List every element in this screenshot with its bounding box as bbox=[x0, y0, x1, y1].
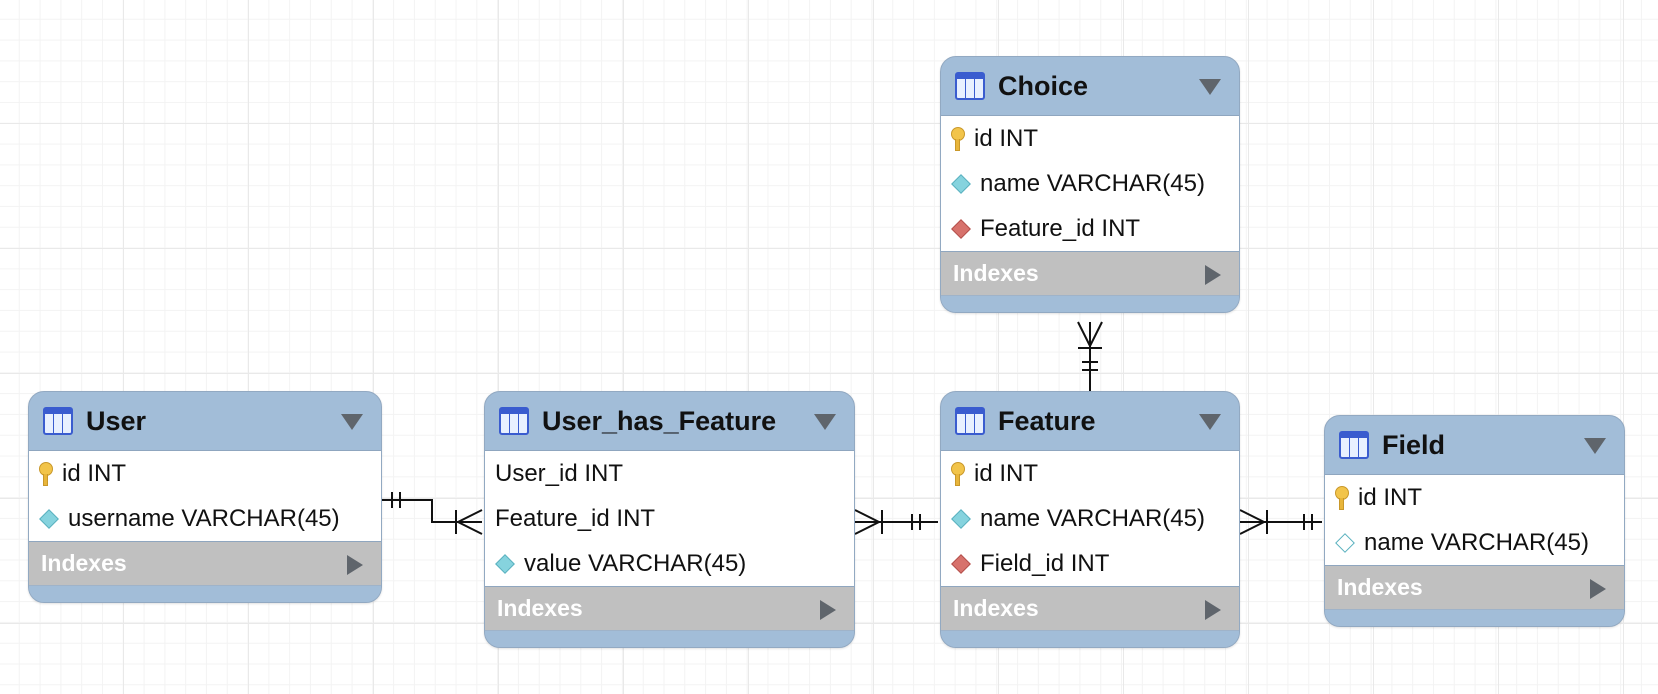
expand-arrow-icon[interactable] bbox=[1205, 600, 1221, 620]
column-label: name VARCHAR(45) bbox=[980, 169, 1205, 197]
primary-key-icon bbox=[1335, 485, 1349, 510]
column-diamond-icon bbox=[39, 508, 59, 529]
table-feature[interactable]: Feature id INT name VARCHAR(45) Field_id… bbox=[940, 391, 1240, 648]
table-header[interactable]: Choice bbox=[941, 57, 1239, 115]
table-field[interactable]: Field id INT name VARCHAR(45) Indexes bbox=[1324, 415, 1625, 627]
collapse-arrow-icon[interactable] bbox=[1584, 438, 1606, 454]
indexes-section[interactable]: Indexes bbox=[485, 587, 854, 631]
primary-key-icon bbox=[39, 461, 53, 486]
table-icon bbox=[955, 72, 985, 100]
crowfoot-userhasfeature bbox=[455, 509, 483, 535]
indexes-section[interactable]: Indexes bbox=[1325, 566, 1624, 610]
table-footer bbox=[941, 296, 1239, 312]
table-header[interactable]: User_has_Feature bbox=[485, 392, 854, 450]
column-label: id INT bbox=[974, 124, 1039, 152]
column-diamond-icon bbox=[951, 508, 971, 529]
collapse-arrow-icon[interactable] bbox=[1199, 79, 1221, 95]
foreign-key-diamond-icon bbox=[951, 553, 971, 574]
column-row[interactable]: id INT bbox=[1325, 475, 1624, 520]
expand-arrow-icon[interactable] bbox=[1205, 265, 1221, 285]
column-row[interactable]: Field_id INT bbox=[941, 541, 1239, 586]
nullable-column-diamond-icon bbox=[1335, 532, 1355, 553]
column-label: id INT bbox=[62, 459, 127, 487]
column-row[interactable]: id INT bbox=[941, 116, 1239, 161]
table-icon bbox=[955, 407, 985, 435]
table-footer bbox=[485, 631, 854, 647]
indexes-label: Indexes bbox=[1337, 574, 1423, 600]
column-row[interactable]: id INT bbox=[29, 451, 381, 496]
column-list: id INT name VARCHAR(45) bbox=[1325, 474, 1624, 566]
indexes-label: Indexes bbox=[41, 550, 127, 576]
column-label: Feature_id INT bbox=[495, 504, 656, 532]
collapse-arrow-icon[interactable] bbox=[341, 414, 363, 430]
table-header[interactable]: User bbox=[29, 392, 381, 450]
table-choice[interactable]: Choice id INT name VARCHAR(45) Feature_i… bbox=[940, 56, 1240, 313]
column-label: Field_id INT bbox=[980, 549, 1110, 577]
column-list: id INT name VARCHAR(45) Feature_id INT bbox=[941, 115, 1239, 252]
table-footer bbox=[941, 631, 1239, 647]
table-header[interactable]: Field bbox=[1325, 416, 1624, 474]
column-label: name VARCHAR(45) bbox=[980, 504, 1205, 532]
column-row[interactable]: name VARCHAR(45) bbox=[941, 161, 1239, 206]
column-row[interactable]: Feature_id INT bbox=[485, 496, 854, 541]
expand-arrow-icon[interactable] bbox=[820, 600, 836, 620]
table-user-has-feature[interactable]: User_has_Feature User_id INT Feature_id … bbox=[484, 391, 855, 648]
crowfoot-uhf-feature bbox=[854, 509, 882, 535]
table-title: Choice bbox=[998, 70, 1089, 101]
column-row[interactable]: name VARCHAR(45) bbox=[941, 496, 1239, 541]
column-label: username VARCHAR(45) bbox=[68, 504, 340, 532]
column-row[interactable]: username VARCHAR(45) bbox=[29, 496, 381, 541]
collapse-arrow-icon[interactable] bbox=[814, 414, 836, 430]
column-row[interactable]: User_id INT bbox=[485, 451, 854, 496]
column-row[interactable]: Feature_id INT bbox=[941, 206, 1239, 251]
column-label: id INT bbox=[974, 459, 1039, 487]
primary-key-icon bbox=[951, 126, 965, 151]
table-title: User bbox=[86, 405, 147, 436]
relation-user-userhasfeature bbox=[382, 499, 482, 523]
collapse-arrow-icon[interactable] bbox=[1199, 414, 1221, 430]
indexes-section[interactable]: Indexes bbox=[941, 587, 1239, 631]
column-list: id INT username VARCHAR(45) bbox=[29, 450, 381, 542]
column-list: id INT name VARCHAR(45) Field_id INT bbox=[941, 450, 1239, 587]
table-user[interactable]: User id INT username VARCHAR(45) Indexes bbox=[28, 391, 382, 603]
table-header[interactable]: Feature bbox=[941, 392, 1239, 450]
expand-arrow-icon[interactable] bbox=[1590, 579, 1606, 599]
crowfoot-choice bbox=[1077, 321, 1103, 349]
column-label: Feature_id INT bbox=[980, 214, 1141, 242]
column-list: User_id INT Feature_id INT value VARCHAR… bbox=[485, 450, 854, 587]
indexes-section[interactable]: Indexes bbox=[29, 542, 381, 586]
indexes-section[interactable]: Indexes bbox=[941, 252, 1239, 296]
indexes-label: Indexes bbox=[953, 595, 1039, 621]
table-title: Feature bbox=[998, 405, 1096, 436]
column-label: id INT bbox=[1358, 483, 1423, 511]
primary-key-icon bbox=[951, 461, 965, 486]
expand-arrow-icon[interactable] bbox=[347, 555, 363, 575]
table-icon bbox=[499, 407, 529, 435]
column-diamond-icon bbox=[951, 173, 971, 194]
table-title: User_has_Feature bbox=[542, 405, 777, 436]
crowfoot-feature-field bbox=[1239, 509, 1267, 535]
table-footer bbox=[29, 586, 381, 602]
column-label: User_id INT bbox=[495, 459, 624, 487]
column-row[interactable]: id INT bbox=[941, 451, 1239, 496]
column-row[interactable]: name VARCHAR(45) bbox=[1325, 520, 1624, 565]
table-footer bbox=[1325, 610, 1624, 626]
table-title: Field bbox=[1382, 429, 1446, 460]
column-diamond-icon bbox=[495, 553, 515, 574]
column-label: value VARCHAR(45) bbox=[524, 549, 747, 577]
indexes-label: Indexes bbox=[953, 260, 1039, 286]
column-row[interactable]: value VARCHAR(45) bbox=[485, 541, 854, 586]
foreign-key-diamond-icon bbox=[951, 218, 971, 239]
column-label: name VARCHAR(45) bbox=[1364, 528, 1589, 556]
table-icon bbox=[43, 407, 73, 435]
indexes-label: Indexes bbox=[497, 595, 583, 621]
table-icon bbox=[1339, 431, 1369, 459]
